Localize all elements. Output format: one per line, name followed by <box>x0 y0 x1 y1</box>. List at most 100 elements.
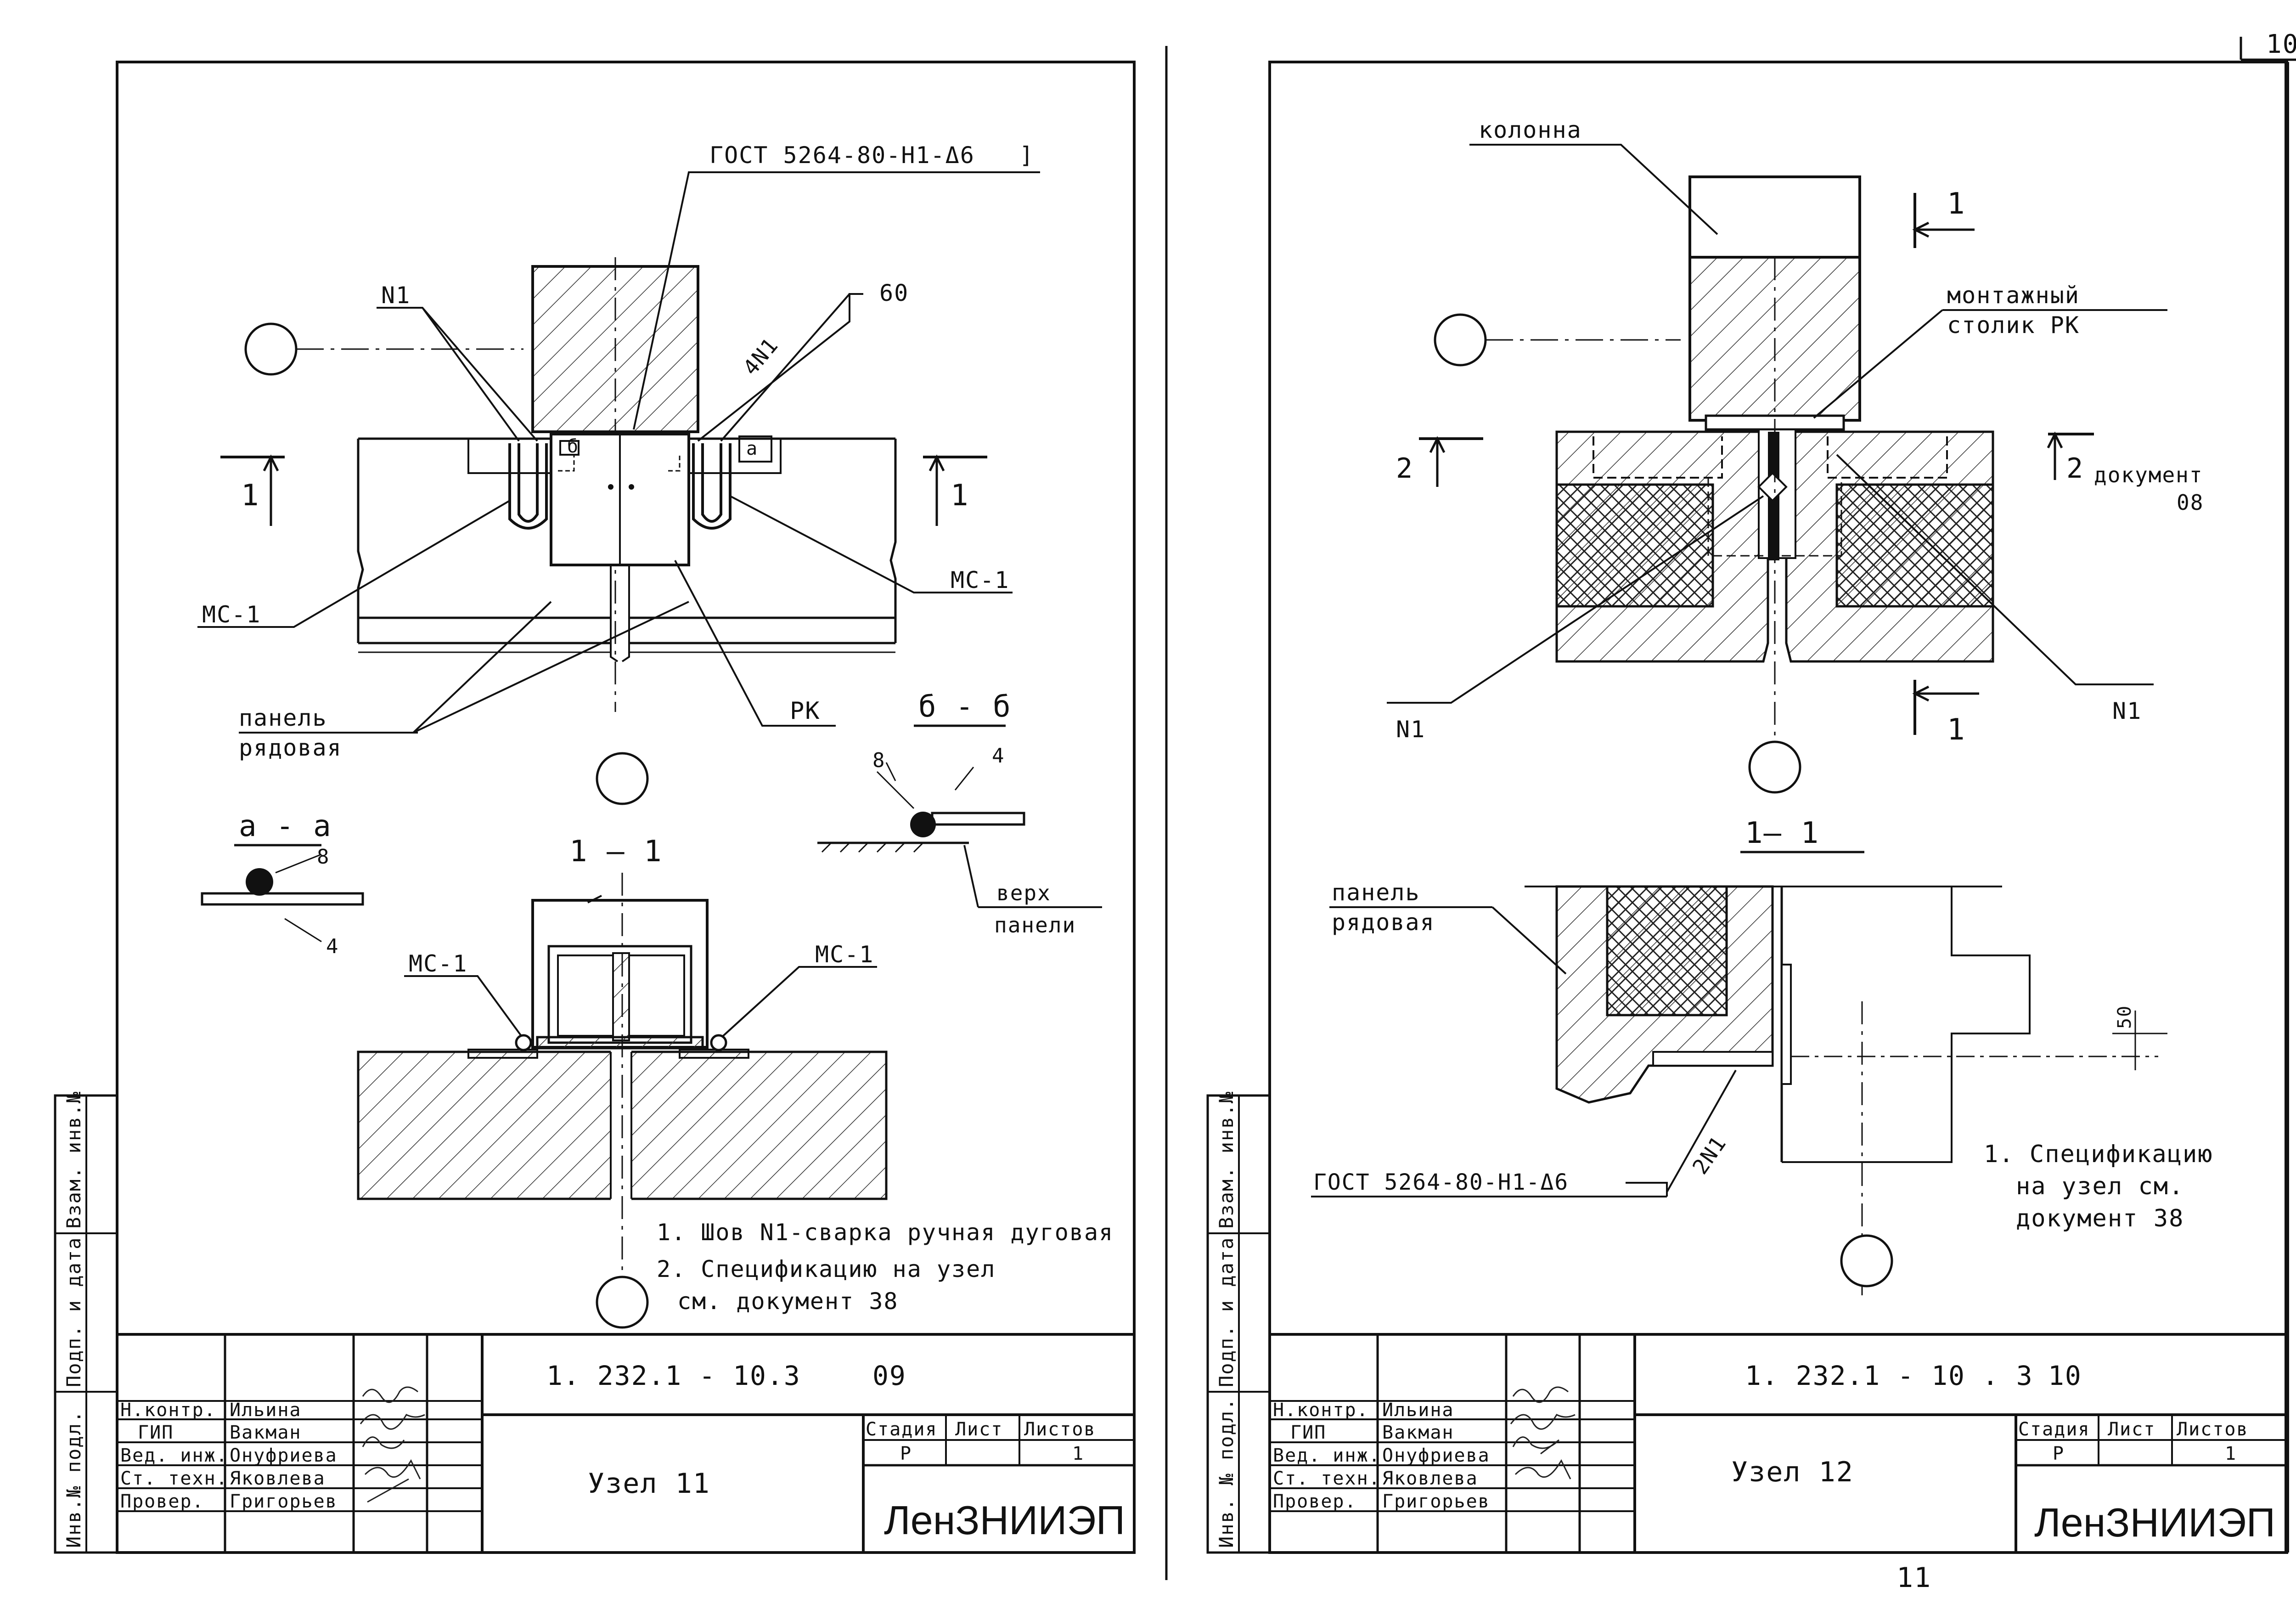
side-stamp-left: Инв.№ подл. Подп. и дата Взам. инв.№ <box>54 1091 118 1554</box>
name-0: Ильина <box>230 1400 302 1421</box>
signatures <box>360 1386 425 1503</box>
sheet-left: Инв.№ подл. Подп. и дата Взам. инв.№ <box>54 61 1136 1554</box>
cut-bottom-label: 1 <box>1947 713 1966 747</box>
title-block-right: 1. 232.1 - 10 . 3 10 Узел 12 Стадия Лист… <box>1270 1333 2287 1553</box>
panel-label-2: рядовая <box>239 734 342 761</box>
section-11-label: 1 — 1 <box>569 835 663 869</box>
mc1-right-label: МС-1 <box>951 567 1009 593</box>
doc-code: 1. 232.1 - 10.3 <box>546 1360 801 1391</box>
verh-label-1: верх <box>996 881 1051 905</box>
note-r-2: на узел см. <box>2016 1173 2184 1200</box>
section-bb-label: б - б <box>918 690 1012 724</box>
role-r-2: Вед. инж. <box>1273 1445 1381 1466</box>
org-name: ЛенЗНИИЭП <box>884 1497 1125 1543</box>
stage-value-r: Р <box>2053 1443 2065 1464</box>
name-r-1: Вакман <box>1382 1422 1454 1443</box>
list-header: Лист <box>955 1419 1003 1440</box>
mc1-section-right-label: МС-1 <box>815 941 874 968</box>
pk-label: РК <box>790 697 821 725</box>
doc-label-1: документ <box>2094 463 2203 487</box>
a-mark: а <box>746 438 758 459</box>
cut2-right-label: 2 <box>2066 452 2084 485</box>
gost-label-right: ГОСТ 5264-80-Н1-Δ6 <box>1313 1169 1569 1195</box>
dim-8-a: 8 <box>317 845 330 869</box>
cut-label-left: 1 <box>241 479 260 513</box>
role-r-0: Н.контр. <box>1273 1400 1369 1421</box>
role-3: Ст. техн. <box>120 1468 228 1489</box>
side-label-podp-r: Подп. и дата <box>1215 1237 1238 1387</box>
section-11-drawing <box>1525 885 2167 1295</box>
note-r-3: документ 38 <box>2016 1205 2184 1232</box>
page-corner-number: 10 <box>2266 29 2296 59</box>
mc1-section-left-label: МС-1 <box>409 950 467 977</box>
mc1-left-label: МС-1 <box>202 601 261 628</box>
side-label-vzam-r: Взам. инв.№ <box>1215 1091 1238 1229</box>
sheet-left-frame <box>116 61 1136 1554</box>
panel-plan-right <box>1555 429 1994 663</box>
name-3: Яковлева <box>230 1468 326 1489</box>
lists-header: Листов <box>1024 1419 1096 1440</box>
role-r-1: ГИП <box>1290 1422 1326 1443</box>
b-mark: б <box>567 436 579 457</box>
stage-header-r: Стадия <box>2018 1419 2090 1440</box>
signatures-r <box>1510 1386 1576 1479</box>
dim-50: 50 <box>2114 1005 2135 1029</box>
name-2: Онуфриева <box>230 1445 338 1466</box>
stage-value: Р <box>900 1443 912 1464</box>
panel-label-r2: рядовая <box>1332 909 1435 936</box>
section-aa-label: а - а <box>239 809 332 843</box>
role-2: Вед. инж. <box>120 1445 228 1466</box>
list-header-r: Лист <box>2108 1419 2155 1440</box>
name-4: Григорьев <box>230 1491 338 1512</box>
cut-top-label: 1 <box>1947 187 1966 221</box>
node-title: Узел 11 <box>588 1468 710 1500</box>
cut2-left-label: 2 <box>1396 452 1413 485</box>
name-1: Вакман <box>230 1422 302 1443</box>
page-footer-number: 11 <box>1896 1562 1931 1594</box>
n1-right-r: N1 <box>2112 698 2142 724</box>
sheet-right: Инв. № подл. Подп. и дата Взам. инв.№ ко… <box>1206 61 2289 1554</box>
name-r-2: Онуфриева <box>1382 1445 1490 1466</box>
role-0: Н.контр. <box>120 1400 216 1421</box>
name-r-3: Яковлева <box>1382 1468 1478 1489</box>
side-label-podp: Подп. и дата <box>62 1237 85 1387</box>
doc-code-r: 1. 232.1 - 10 . 3 <box>1745 1360 2033 1391</box>
sheet-number-r: 10 <box>2048 1360 2082 1391</box>
dim-4-b: 4 <box>992 744 1005 768</box>
sheet-number: 09 <box>872 1360 906 1391</box>
svg-text:]: ] <box>1019 142 1034 169</box>
node-title-r: Узел 12 <box>1731 1456 1854 1488</box>
n1-label: N1 <box>381 282 411 309</box>
dim-4-a: 4 <box>326 935 339 958</box>
side-label-inv: Инв.№ подл. <box>62 1410 85 1548</box>
lists-value-r: 1 <box>2225 1443 2237 1464</box>
gost-label: ГОСТ 5264-80-Н1-Δ6 <box>709 142 975 169</box>
panel-label-1: панель <box>239 705 327 731</box>
montazh-label-2: столик РК <box>1947 312 2080 339</box>
kolonna-label: колонна <box>1479 117 1582 143</box>
note-3: см. документ 38 <box>677 1288 899 1315</box>
role-r-3: Ст. техн. <box>1273 1468 1381 1489</box>
cut-label-right: 1 <box>951 479 969 513</box>
panel-label-r1: панель <box>1332 879 1420 906</box>
section-11-right: 1— 1 <box>1745 816 1819 850</box>
lists-value: 1 <box>1072 1443 1084 1464</box>
montazh-label-1: монтажный <box>1947 282 2080 309</box>
note-1: 1. Шов N1-сварка ручная дуговая <box>657 1219 1114 1246</box>
note-r-1: 1. Спецификацию <box>1984 1141 2213 1168</box>
role-1: ГИП <box>138 1422 174 1443</box>
name-r-4: Григорьев <box>1382 1491 1490 1512</box>
doc-label-2: 08 <box>2177 490 2204 515</box>
name-r-0: Ильина <box>1382 1400 1454 1421</box>
side-stamp-right: Инв. № подл. Подп. и дата Взам. инв.№ <box>1206 1091 1271 1554</box>
role-4: Провер. <box>120 1491 204 1512</box>
role-r-4: Провер. <box>1273 1491 1357 1512</box>
verh-label-2: панели <box>994 913 1076 937</box>
note-2: 2. Спецификацию на узел <box>657 1256 996 1282</box>
side-label-vzam: Взам. инв.№ <box>62 1091 85 1229</box>
title-block-left: 1. 232.1 - 10.3 09 Узел 11 Стадия Лист Л… <box>117 1333 1134 1553</box>
side-label-inv-r: Инв. № подл. <box>1215 1398 1238 1548</box>
n1-left-r: N1 <box>1396 716 1425 743</box>
lists-header-r: Листов <box>2177 1419 2249 1440</box>
